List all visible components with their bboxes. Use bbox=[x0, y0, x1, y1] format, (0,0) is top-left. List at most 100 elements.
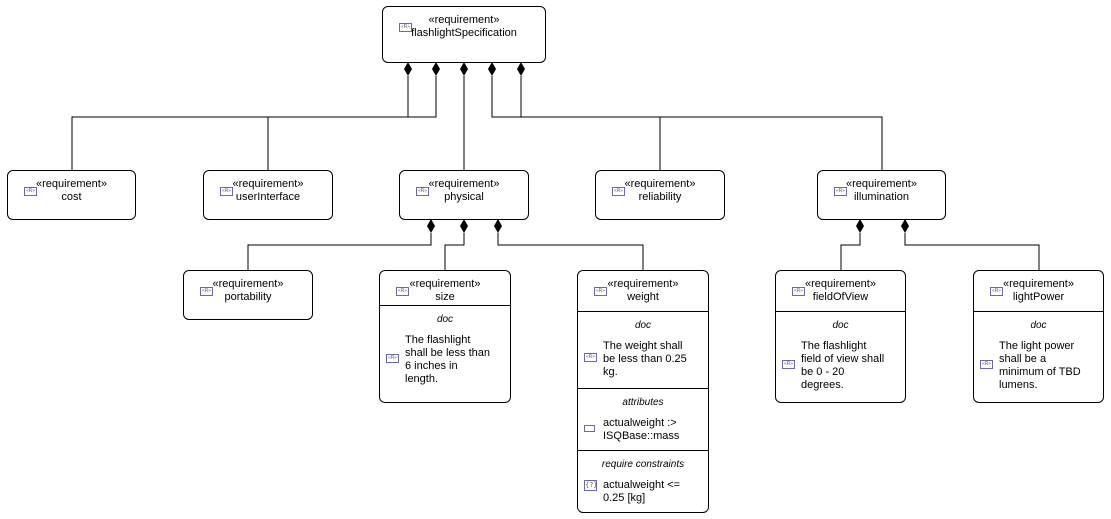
doc-line: 6 inches in bbox=[405, 360, 458, 372]
requirement-name: size bbox=[435, 291, 455, 303]
attribute-line: actualweight :> bbox=[603, 417, 677, 429]
connector-root-reliability bbox=[491, 76, 661, 171]
requirement-size[interactable]: «R» «requirement» size doc «R» The flash… bbox=[379, 270, 511, 403]
composition-diamond bbox=[432, 62, 440, 76]
requirement-name: lightPower bbox=[1012, 291, 1065, 303]
doc-line: shall be less than bbox=[405, 347, 490, 359]
composition-diamond bbox=[460, 62, 468, 76]
stereotype-label: «requirement» bbox=[36, 178, 107, 190]
constraint-line: 0.25 [kg] bbox=[603, 492, 646, 504]
composition-diamond bbox=[494, 219, 502, 233]
stereotype-label: «requirement» bbox=[409, 278, 481, 290]
requirement-name: flashlightSpecification bbox=[411, 27, 517, 39]
requirement-portability[interactable]: «R» «requirement» portability bbox=[183, 270, 313, 320]
requirement-physical[interactable]: «R» «requirement» physical bbox=[399, 170, 529, 220]
doc-section-title: doc bbox=[436, 314, 454, 325]
requirement-icon: «R» bbox=[990, 287, 1003, 296]
doc-line: kg. bbox=[603, 366, 618, 378]
connector-illumination-fieldofview bbox=[840, 233, 861, 271]
doc-line: The light power bbox=[999, 340, 1075, 352]
requirement-icon: «R» bbox=[834, 187, 847, 196]
connector-root-userinterface bbox=[267, 76, 437, 171]
stereotype-label: «requirement» bbox=[846, 178, 917, 190]
composition-diamond bbox=[427, 219, 435, 233]
doc-line: degrees. bbox=[801, 379, 844, 391]
requirement-userinterface[interactable]: «R» «requirement» userInterface bbox=[203, 170, 333, 220]
connector-physical-portability bbox=[247, 233, 432, 271]
doc-compartment: doc «R» The light power shall be a minim… bbox=[974, 311, 1103, 392]
doc-line: shall be a bbox=[999, 353, 1047, 365]
doc-line: The flashlight bbox=[405, 334, 471, 346]
doc-line: The flashlight bbox=[801, 340, 867, 352]
connector-physical-size bbox=[444, 233, 465, 271]
doc-line: minimum of TBD bbox=[999, 366, 1081, 378]
stereotype-label: «requirement» bbox=[212, 278, 284, 290]
requirement-name: fieldOfView bbox=[812, 291, 869, 303]
documentation-icon: «R» bbox=[980, 360, 993, 369]
requirement-icon: «R» bbox=[220, 187, 233, 196]
doc-compartment: doc «R» The weight shall be less than 0.… bbox=[578, 311, 708, 388]
requirement-icon: «R» bbox=[416, 187, 429, 196]
composition-diamond bbox=[856, 219, 864, 233]
stereotype-label: «requirement» bbox=[232, 178, 304, 190]
composition-diamond bbox=[460, 219, 468, 233]
documentation-icon: «R» bbox=[782, 360, 795, 369]
constraints-section-title: require constraints bbox=[601, 459, 685, 470]
doc-line: The weight shall bbox=[603, 340, 683, 352]
doc-section-title: doc bbox=[634, 320, 652, 331]
requirement-name: illumination bbox=[853, 191, 910, 203]
connector-root-illumination bbox=[520, 76, 883, 171]
doc-line: length. bbox=[405, 373, 439, 385]
requirement-illumination[interactable]: «R» «requirement» illumination bbox=[817, 170, 946, 220]
requirement-weight[interactable]: «R» «requirement» weight doc «R» The wei… bbox=[577, 270, 709, 513]
requirement-cost[interactable]: «R» «requirement» cost bbox=[7, 170, 136, 220]
requirement-reliability[interactable]: «R» «requirement» reliability bbox=[595, 170, 725, 220]
doc-line: field of view shall bbox=[801, 353, 885, 365]
doc-line: be 0 - 20 bbox=[801, 366, 845, 378]
documentation-icon: «R» bbox=[386, 354, 399, 363]
requirement-name: weight bbox=[627, 291, 659, 303]
stereotype-label: «requirement» bbox=[1003, 278, 1074, 290]
requirement-icon: «R» bbox=[396, 287, 409, 296]
stereotype-label: «requirement» bbox=[805, 278, 876, 290]
connector-illumination-lightpower bbox=[904, 233, 1040, 271]
stereotype-label: «requirement» bbox=[607, 278, 679, 290]
attribute-line: ISQBase::mass bbox=[603, 430, 680, 442]
composition-diamond bbox=[404, 62, 412, 76]
doc-section-title: doc bbox=[832, 320, 849, 331]
requirement-name: portability bbox=[224, 291, 272, 303]
stereotype-label: «requirement» bbox=[624, 178, 696, 190]
requirement-lightpower[interactable]: «R» «requirement» lightPower doc «R» The… bbox=[973, 270, 1104, 403]
constraint-line: actualweight <= bbox=[603, 479, 681, 491]
doc-section-title: doc bbox=[1030, 320, 1047, 331]
attribute-icon bbox=[584, 425, 595, 432]
requirement-icon: «R» bbox=[399, 23, 412, 32]
requirement-icon: «R» bbox=[200, 287, 213, 296]
doc-compartment: doc «R» The flashlight shall be less tha… bbox=[380, 305, 510, 386]
doc-line: be less than 0.25 bbox=[603, 353, 687, 365]
doc-compartment: doc «R» The flashlight field of view sha… bbox=[776, 311, 905, 392]
constraint-icon: {?} bbox=[584, 480, 598, 491]
stereotype-label: «requirement» bbox=[428, 14, 500, 26]
requirement-icon: «R» bbox=[24, 187, 37, 196]
requirement-fieldofview[interactable]: «R» «requirement» fieldOfView doc «R» Th… bbox=[775, 270, 906, 403]
requirement-icon: «R» bbox=[594, 287, 607, 296]
attributes-compartment: attributes actualweight :> ISQBase::mass bbox=[578, 388, 708, 450]
constraints-compartment: require constraints {?} actualweight <= … bbox=[578, 450, 708, 505]
documentation-icon: «R» bbox=[584, 353, 597, 362]
requirement-icon: «R» bbox=[612, 187, 625, 196]
requirement-icon: «R» bbox=[792, 287, 805, 296]
requirement-name: cost bbox=[61, 191, 82, 203]
connector-physical-weight bbox=[497, 233, 644, 271]
requirement-name: physical bbox=[444, 191, 484, 203]
requirement-name: reliability bbox=[638, 191, 682, 203]
requirement-name: userInterface bbox=[235, 191, 301, 203]
stereotype-label: «requirement» bbox=[428, 178, 500, 190]
composition-diamond bbox=[901, 219, 909, 233]
composition-diamond bbox=[488, 62, 496, 76]
doc-line: lumens. bbox=[999, 379, 1038, 391]
attributes-section-title: attributes bbox=[622, 397, 664, 408]
connector-root-cost bbox=[71, 76, 409, 171]
requirement-flashlightspecification[interactable]: «R» «requirement» flashlightSpecificatio… bbox=[382, 6, 546, 63]
